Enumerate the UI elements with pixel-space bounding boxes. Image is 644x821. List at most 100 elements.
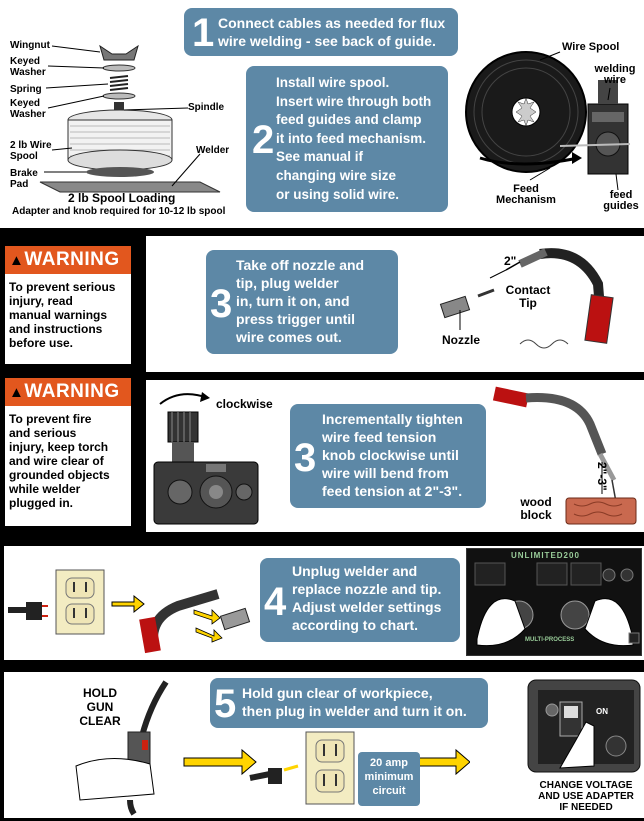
warning-line: and instructions — [9, 322, 103, 336]
label-switch-on: ON — [596, 707, 608, 716]
welder-mode-label: MULTI-PROCESS — [525, 637, 575, 643]
step-3b-number: 3 — [294, 436, 317, 480]
step-3a-line: Take off nozzle and — [236, 257, 365, 273]
step-2-line: changing wire size — [276, 167, 397, 183]
step-3b-line: wire feed tension — [322, 429, 437, 445]
warning-header-2: ▲WARNING — [5, 378, 131, 406]
brake-pad-shape — [86, 167, 154, 177]
wingnut-shape — [99, 44, 139, 61]
warning-line: plugged in. — [9, 496, 73, 510]
warning-line: To prevent serious — [9, 280, 116, 294]
feed-mechanism-diagram — [465, 51, 631, 191]
label-nozzle: Nozzle — [442, 333, 481, 347]
label-contact-tip: Contact Tip — [505, 283, 551, 310]
warning-triangle-icon: ▲ — [9, 252, 25, 269]
spool-adapter-note: Adapter and knob required for 10-12 lb s… — [12, 206, 226, 217]
step-4-line: Unplug welder and — [292, 563, 418, 579]
yellow-arrow-icon — [111, 594, 145, 614]
step-1-line: Connect cables as needed for flux — [218, 15, 446, 31]
step-3a-bubble: 3 Take off nozzle and tip, plug welder i… — [206, 250, 398, 354]
welder-control-panel: UNLIMITED200 MULTI-PROCESS — [466, 548, 642, 656]
unplug-diagram — [8, 569, 251, 654]
step-2-line: feed guides and clamp — [276, 112, 422, 128]
step-3b-line: wire will bend from — [322, 465, 449, 481]
step-3a-line: wire comes out. — [236, 329, 342, 345]
step-2-line: Insert wire through both — [276, 93, 432, 109]
wire-bend-diagram — [492, 386, 637, 525]
label-keyed-washer-bottom: Keyed Washer — [10, 98, 46, 120]
step-3a-line: in, turn it on, and — [236, 293, 350, 309]
label-feed-guides: feed guides — [603, 189, 639, 212]
step-4-bubble: 4 Unplug welder and replace nozzle and t… — [260, 558, 460, 642]
spring-shape — [109, 75, 129, 91]
step-1-text: Connect cables as needed for flux wire w… — [218, 14, 454, 50]
warning-text-1: To prevent serious injury, read manual w… — [5, 274, 131, 356]
step-2-text: Install wire spool. Insert wire through … — [276, 74, 448, 204]
warning-line: grounded objects — [9, 468, 110, 482]
label-tip-dimension: 2" — [504, 254, 517, 268]
hold-gun-diagram — [75, 680, 169, 816]
warning-line: injury, keep torch — [9, 440, 109, 454]
wire-spool-shape — [67, 109, 173, 171]
tension-knob-shape — [167, 411, 199, 443]
gun-neck-shape — [518, 248, 548, 268]
step-3a-line: tip, plug welder — [236, 275, 339, 291]
amp-box: 20 amp minimum circuit — [358, 752, 420, 806]
welder-base-shape — [39, 181, 221, 193]
warning-line: injury, read — [9, 294, 73, 308]
step-3a-text: Take off nozzle and tip, plug welder in,… — [236, 256, 398, 346]
warning-title-2: WARNING — [24, 381, 120, 402]
label-spring: Spring — [10, 84, 42, 95]
label-wire-spool-feed: Wire Spool — [562, 41, 620, 53]
step-2-bubble: 2 Install wire spool. Insert wire throug… — [246, 66, 448, 212]
torch-handle-shape — [492, 386, 530, 408]
warning-line: manual warnings — [9, 308, 108, 322]
label-wire-spool: 2 lb Wire Spool — [10, 140, 52, 162]
label-spindle: Spindle — [188, 102, 225, 113]
nozzle-shape — [439, 295, 471, 319]
yellow-arrow-icon — [183, 748, 257, 776]
pointing-hand-shape — [559, 721, 595, 769]
step-2-line: it into feed mechanism. — [276, 130, 427, 146]
label-welder: Welder — [196, 145, 230, 156]
step-3b-line: knob clockwise until — [322, 447, 459, 463]
step-3a-line: press trigger until — [236, 311, 356, 327]
step-3b-text: Incrementally tighten wire feed tension … — [322, 410, 486, 500]
warning-line: and wire clear of — [9, 454, 104, 468]
step-4-text: Unplug welder and replace nozzle and tip… — [292, 562, 460, 634]
step-5-bubble: 5 Hold gun clear of workpiece, then plug… — [210, 678, 488, 728]
yellow-arrow-icon — [415, 748, 470, 776]
keyed-washer-top-shape — [102, 64, 136, 72]
step-2-line: or using solid wire. — [276, 186, 400, 202]
warning-text-2: To prevent fire and serious injury, keep… — [5, 406, 131, 516]
warning-line: while welder — [9, 482, 81, 496]
welder-switch-diagram — [527, 679, 641, 773]
hand-shape — [75, 757, 155, 801]
step-4-number: 4 — [264, 580, 287, 624]
label-wire-bend-dimension: 2"-3" — [595, 462, 609, 491]
warning-box-2: ▲WARNING To prevent fire and serious inj… — [5, 378, 131, 526]
keyed-washer-bottom-shape — [102, 92, 136, 100]
amp-box-text: 20 amp minimum circuit — [364, 757, 414, 797]
step-2-line: See manual if — [276, 149, 364, 165]
step-3b-bubble: 3 Incrementally tighten wire feed tensio… — [290, 404, 486, 508]
warning-header-1: ▲WARNING — [5, 246, 131, 274]
label-wingnut: Wingnut — [10, 40, 50, 51]
welder-brand-label: UNLIMITED200 — [511, 551, 580, 560]
step-2-number: 2 — [252, 118, 275, 162]
step-3b-line: feed tension at 2"-3". — [322, 483, 463, 499]
label-hold-gun-clear: HOLD GUN CLEAR — [79, 686, 121, 728]
step-3b-line: Incrementally tighten — [322, 411, 463, 427]
warning-box-1: ▲WARNING To prevent serious injury, read… — [5, 246, 131, 364]
warning-triangle-icon: ▲ — [9, 384, 25, 401]
plug-shape — [26, 602, 42, 620]
step-5-line: then plug in welder and turn it on. — [242, 703, 467, 719]
wood-block-shape — [565, 497, 637, 525]
step-4-line: replace nozzle and tip. — [292, 581, 442, 597]
label-feed-mechanism: Feed Mechanism — [496, 183, 556, 206]
step-5-line: Hold gun clear of workpiece, — [242, 685, 433, 701]
spool-loading-title: 2 lb Spool Loading — [68, 191, 176, 205]
label-clockwise: clockwise — [216, 397, 273, 411]
gun-handle-shape — [584, 294, 614, 344]
warning-line: before use. — [9, 336, 74, 350]
